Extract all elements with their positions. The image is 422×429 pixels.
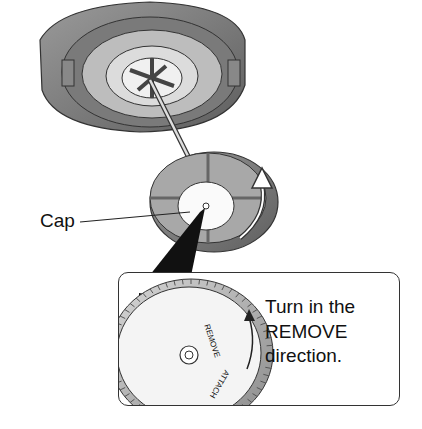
- callout-text: Turn in the REMOVE direction.: [265, 295, 391, 369]
- rotation-arrow: [240, 185, 263, 238]
- part-label: Cap: [40, 210, 75, 232]
- leader-line: [80, 212, 190, 222]
- housing: [40, 2, 245, 132]
- cap-disc: [150, 152, 278, 252]
- rotation-arrow: [240, 185, 263, 238]
- zoomed-cap: [119, 273, 400, 406]
- arrowhead: [252, 168, 272, 188]
- callout-box: Turn in the REMOVE direction.REMOVEATTAC…: [118, 272, 400, 406]
